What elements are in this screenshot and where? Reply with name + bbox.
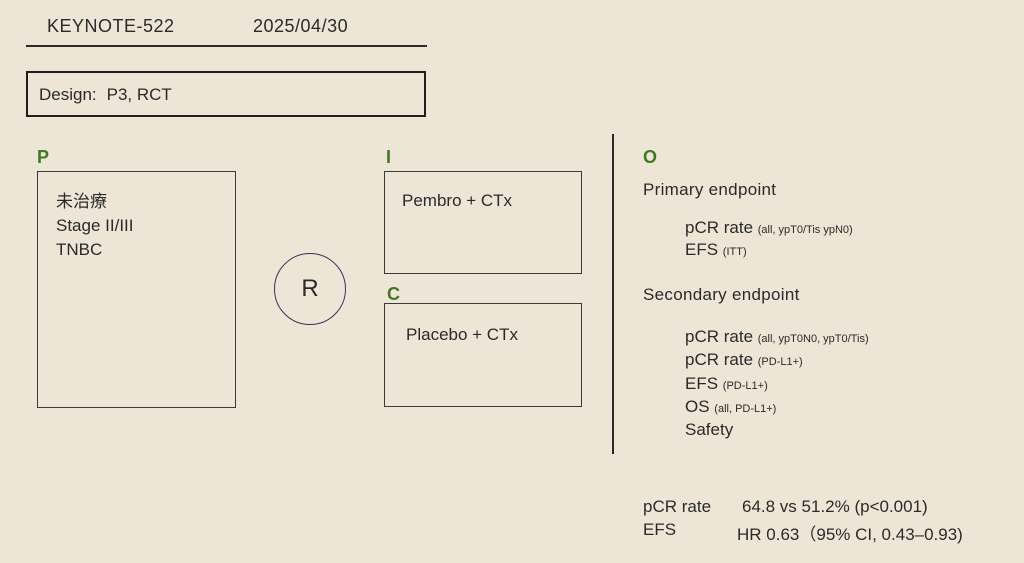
primary-endpoint-heading: Primary endpoint: [643, 180, 777, 199]
secondary-endpoint-item: EFS (PD-L1+): [685, 374, 768, 393]
secondary-endpoint-heading: Secondary endpoint: [643, 285, 800, 304]
comparison-letter: C: [387, 284, 400, 304]
randomization-label: R: [301, 275, 319, 302]
primary-endpoint-item: EFS (ITT): [685, 240, 747, 259]
design-value: P3, RCT: [106, 85, 172, 104]
endpoint-note: (PD-L1+): [722, 380, 768, 392]
secondary-endpoint-item: pCR rate (all, ypT0N0, ypT0/Tis): [685, 327, 869, 346]
primary-endpoint-item: pCR rate (all, ypT0/Tis ypN0): [685, 218, 853, 237]
randomization-circle: R: [274, 253, 346, 325]
trial-date: 2025/04/30: [253, 16, 349, 36]
population-line: 未治療: [56, 192, 107, 211]
trial-name: KEYNOTE-522: [47, 16, 175, 36]
population-letter: P: [37, 147, 50, 167]
comparison-box: Placebo + CTx: [384, 303, 582, 407]
endpoint-note: (all, PD-L1+): [714, 403, 777, 415]
population-line: Stage II/III: [56, 216, 134, 235]
population-line: TNBC: [56, 240, 103, 259]
endpoint-note: (all, ypT0N0, ypT0/Tis): [757, 333, 869, 345]
vertical-divider: [612, 134, 614, 454]
secondary-endpoint-item: OS (all, PD-L1+): [685, 397, 777, 416]
result-label: pCR rate: [643, 497, 712, 516]
intervention-letter: I: [386, 147, 392, 167]
result-label: EFS: [643, 520, 677, 539]
endpoint-note: (ITT): [722, 246, 747, 258]
intervention-text: Pembro + CTx: [402, 191, 513, 210]
design-label: Design:: [39, 85, 97, 104]
result-value: 64.8 vs 51.2% (p<0.001): [742, 497, 928, 516]
secondary-endpoint-item: Safety: [685, 420, 734, 439]
outcome-letter: O: [643, 147, 658, 167]
population-box: 未治療 Stage II/III TNBC: [37, 171, 236, 408]
header-divider: [26, 45, 427, 47]
secondary-endpoint-item: pCR rate (PD-L1+): [685, 350, 803, 369]
design-box: Design: P3, RCT: [26, 71, 426, 117]
comparison-text: Placebo + CTx: [406, 325, 518, 344]
result-value: HR 0.63（95% CI, 0.43–0.93): [737, 525, 963, 544]
endpoint-note: (PD-L1+): [757, 356, 803, 368]
endpoint-note: (all, ypT0/Tis ypN0): [757, 224, 853, 236]
intervention-box: Pembro + CTx: [384, 171, 582, 274]
